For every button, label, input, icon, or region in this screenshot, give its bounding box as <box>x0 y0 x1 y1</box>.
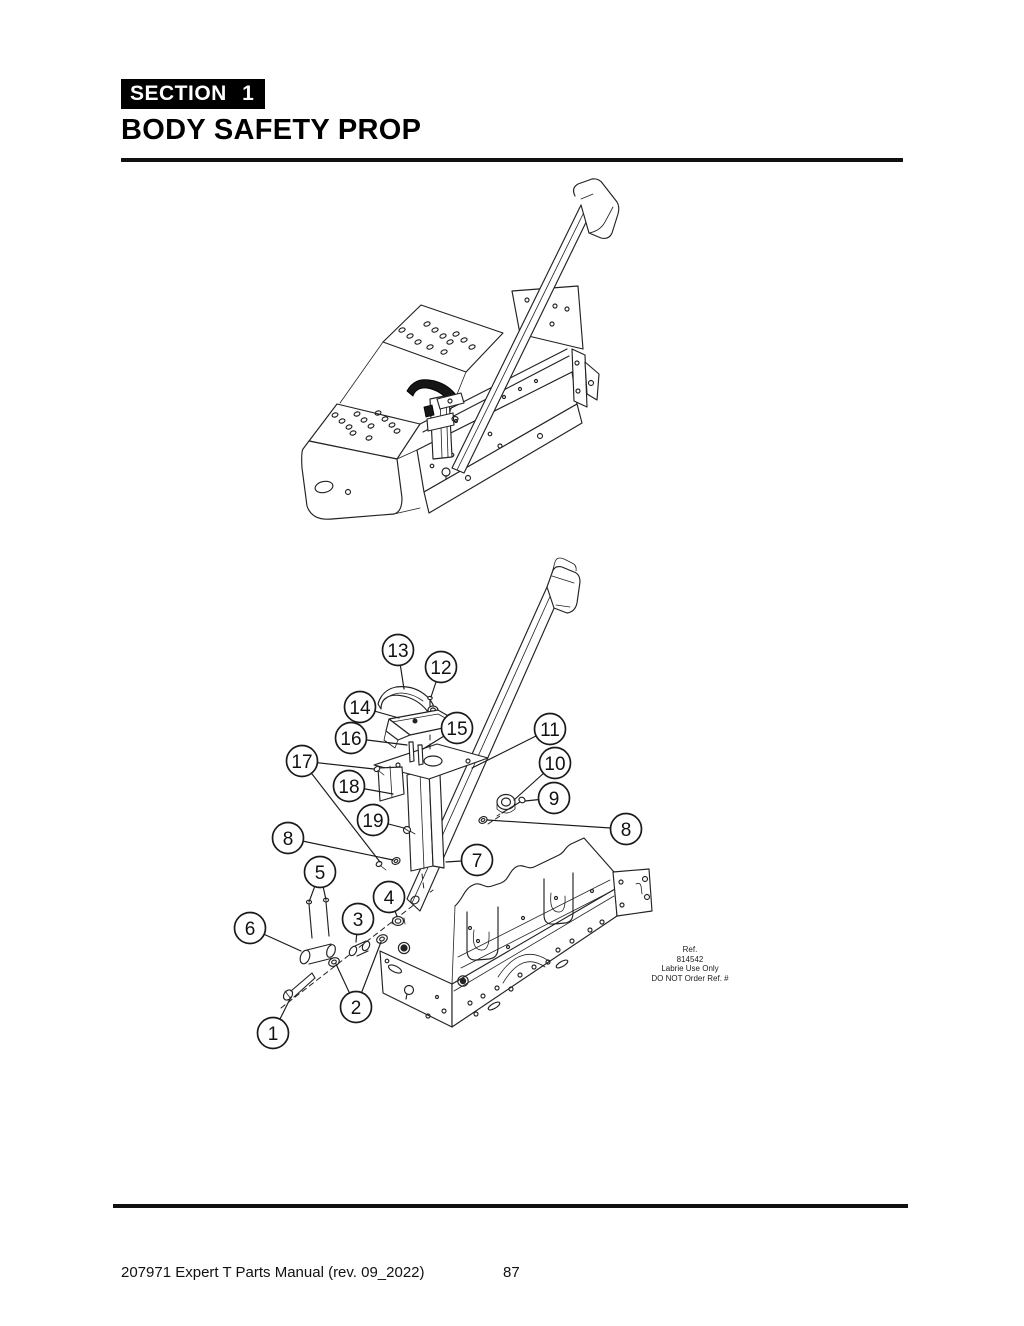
callout-circle-8 <box>609 812 643 846</box>
callout-number-10: 10 <box>544 754 565 775</box>
callout-number-11: 11 <box>540 720 560 741</box>
callout-number-9: 9 <box>549 789 560 810</box>
ref-note-line: Ref. <box>682 945 698 954</box>
callout-number-14: 14 <box>349 698 371 719</box>
callout-circle-16 <box>334 721 368 755</box>
ref-note-line: DO NOT Order Ref. # <box>651 973 729 983</box>
callout-circle-9 <box>537 781 571 815</box>
callout-circle-15 <box>440 711 474 745</box>
callout-number-4: 4 <box>384 888 395 909</box>
callout-circle-11 <box>533 712 567 746</box>
section-badge: SECTION 1 <box>121 79 266 110</box>
callout-circle-19 <box>356 803 390 837</box>
callout-leader-8 <box>486 819 627 830</box>
callout-circle-8 <box>271 821 305 855</box>
callout-circle-3 <box>341 902 375 936</box>
callout-leader-8 <box>287 837 394 861</box>
callout-circle-17 <box>285 744 319 778</box>
assembled-view-drawing <box>301 178 620 520</box>
callout-number-16: 16 <box>340 729 361 750</box>
callout-circle-5 <box>303 855 337 889</box>
callout-leader-17 <box>301 760 381 863</box>
page-header: SECTION 1 BODY SAFETY PROP <box>121 79 903 163</box>
page-title: BODY SAFETY PROP <box>121 114 422 147</box>
callout-layer: 13 12 14 16 15 17 18 11 10 9 19 8 8 7 5 43 6 2 1 <box>233 633 643 1050</box>
callout-number-7: 7 <box>472 851 483 872</box>
callout-circle-10 <box>538 746 572 780</box>
callout-circle-13 <box>381 633 415 667</box>
header-rule <box>121 158 903 163</box>
callout-circle-7 <box>460 843 494 877</box>
callout-number-12: 12 <box>430 658 451 679</box>
callout-number-19: 19 <box>362 811 383 832</box>
callout-number-15: 15 <box>446 719 467 740</box>
callout-number-2: 2 <box>351 998 362 1019</box>
callout-circle-4 <box>372 880 406 914</box>
ref-note-line: 814542 <box>676 954 704 964</box>
callout-number-18: 18 <box>338 777 359 798</box>
callout-circle-18 <box>332 769 366 803</box>
callout-number-6: 6 <box>245 919 256 940</box>
callout-circle-1 <box>256 1016 290 1050</box>
callout-number-8: 8 <box>283 829 294 850</box>
footer-manual-ref: 207971 Expert T Parts Manual (rev. 09_20… <box>121 1264 425 1281</box>
callout-number-3: 3 <box>353 910 364 931</box>
callout-circle-14 <box>343 690 377 724</box>
ref-note: Ref. 814542 Labrie Use Only DO NOT Order… <box>612 945 768 983</box>
ref-note-line: Labrie Use Only <box>661 964 719 973</box>
callout-number-1: 1 <box>268 1024 279 1045</box>
callout-circle-2 <box>339 990 373 1024</box>
callout-circle-6 <box>233 911 267 945</box>
callout-number-13: 13 <box>387 641 408 662</box>
callout-number-17: 17 <box>291 752 312 773</box>
footer-page-number: 87 <box>503 1264 520 1281</box>
callout-number-5: 5 <box>315 863 326 884</box>
exploded-view-drawing <box>280 557 653 1028</box>
callout-circle-12 <box>424 650 458 684</box>
callout-number-8: 8 <box>621 820 632 841</box>
footer-rule <box>113 1204 908 1208</box>
